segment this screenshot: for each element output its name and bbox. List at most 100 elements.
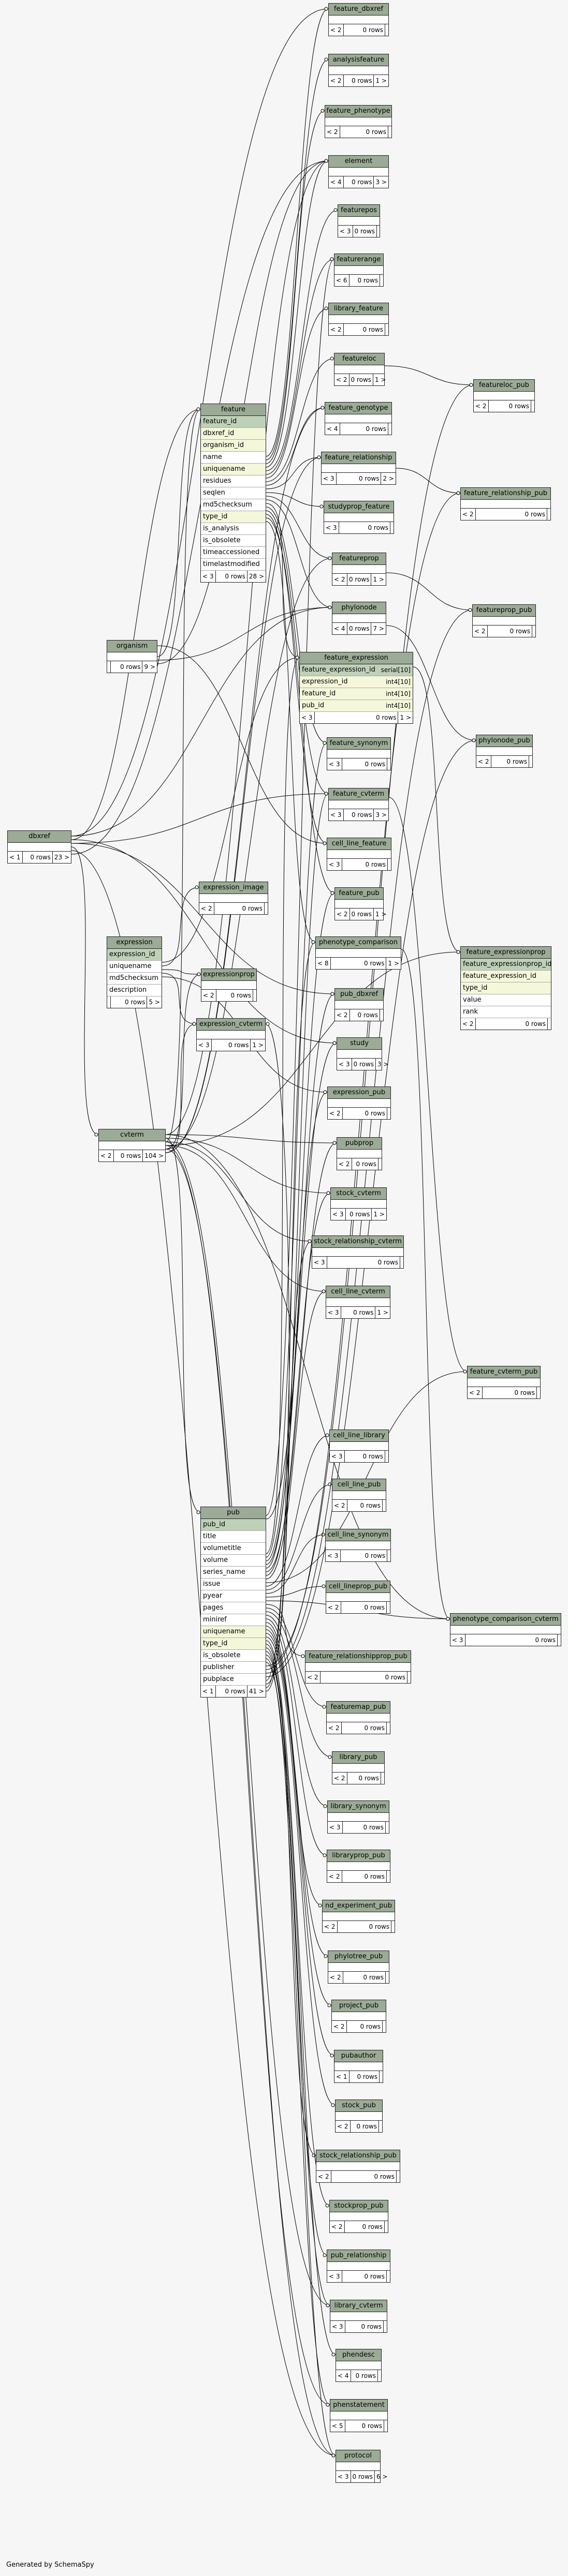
children-count [387,1550,390,1561]
relationship-line [401,949,450,1619]
column-row: description [107,985,162,996]
relationship-endpoint [192,1022,196,1026]
relationship-endpoint [328,1482,332,1486]
children-count [529,756,532,767]
row-count: 0 rows [341,1550,387,1561]
children-count: 28 > [249,573,264,580]
row-count: 0 rows [337,473,382,484]
parents-count: < 2 [476,756,491,767]
relationship-line [266,160,329,468]
parents-count: < 2 [473,626,488,637]
row-count: 0 rows [343,1108,387,1119]
column-name: timeaccessioned [203,548,260,556]
relationship-line [266,1484,332,1590]
row-count: 0 rows [345,1451,385,1462]
table-name: pubprop [337,1138,382,1150]
column-row: expression_id [107,949,162,961]
column-name: rank [463,1008,478,1016]
table-name: cell_line_pub [332,1479,386,1491]
column-name: title [203,1532,216,1540]
parents-count: < 2 [329,75,344,86]
column-placeholder [199,894,268,903]
table-name: feature_relationship_pub [461,488,550,500]
children-count: 5 > [149,999,160,1006]
relationship-line [266,1644,330,2206]
column-name: feature_id [203,418,237,425]
table-name: feature_relationshipprop_pub [305,1651,411,1663]
relationship-line [266,993,335,1565]
row-count: 0 rows [214,903,265,914]
column-placeholder [327,1714,390,1722]
column-name: residues [203,477,231,485]
row-count: 0 rows [343,1822,386,1833]
children-count [380,275,383,286]
